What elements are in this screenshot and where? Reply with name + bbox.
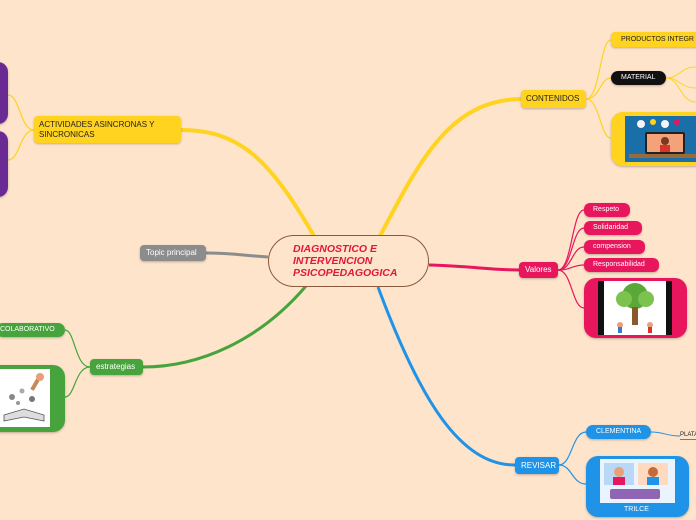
- node-actividades[interactable]: ACTIVIDADES ASINCRONAS Y SINCRONICAS: [34, 116, 181, 143]
- link-estrategias: [143, 286, 306, 367]
- online-teacher-icon: [625, 116, 696, 162]
- node-estrategias[interactable]: estrategias: [90, 359, 143, 375]
- node-valores-label: Valores: [525, 265, 552, 275]
- central-topic[interactable]: DIAGNOSTICO E INTERVENCION PSICOPEDAGOGI…: [268, 235, 429, 287]
- node-plata-label: PLATA: [680, 430, 696, 440]
- link-topic: [206, 253, 268, 257]
- node-plata[interactable]: PLATA: [680, 430, 696, 440]
- node-clementina[interactable]: CLEMENTINA: [586, 425, 651, 439]
- actividades-child-1[interactable]: [0, 62, 8, 124]
- node-colaborativo-label: COLABORATIVO: [0, 325, 55, 335]
- node-clementina-label: CLEMENTINA: [596, 427, 641, 437]
- node-actividades-label: ACTIVIDADES ASINCRONAS Y SINCRONICAS: [39, 120, 176, 140]
- trilce-caption: TRILCE: [624, 506, 649, 513]
- node-respeto-label: Respeto: [593, 205, 619, 215]
- node-revisar[interactable]: REVISAR: [515, 457, 559, 474]
- collaboration-illustration: [0, 369, 50, 427]
- tree-icon: [598, 281, 672, 335]
- estrategias-image-card[interactable]: [0, 365, 65, 432]
- node-topic-principal-label: Topic principal: [146, 248, 197, 258]
- node-contenidos[interactable]: CONTENIDOS: [521, 90, 586, 108]
- node-responsabilidad-label: Responsabilidad: [593, 260, 645, 270]
- link-contenidos: [380, 99, 521, 236]
- contenidos-image-card[interactable]: [611, 112, 696, 166]
- central-topic-label: DIAGNOSTICO E INTERVENCION PSICOPEDAGOGI…: [293, 243, 411, 279]
- link-revisar: [378, 287, 515, 465]
- actividades-child-2[interactable]: [0, 131, 8, 197]
- values-tree-illustration: [598, 281, 672, 335]
- node-responsabilidad[interactable]: Responsabilidad: [584, 258, 659, 272]
- link-actividades: [181, 130, 314, 236]
- link-valores: [429, 265, 519, 270]
- node-estrategias-label: estrategias: [96, 362, 135, 372]
- node-topic-principal[interactable]: Topic principal: [140, 245, 206, 261]
- node-material-label: MATERIAL: [621, 73, 656, 83]
- node-material[interactable]: MATERIAL: [611, 71, 666, 85]
- node-colaborativo[interactable]: COLABORATIVO: [0, 323, 65, 337]
- node-solidaridad[interactable]: Solidaridad: [584, 221, 642, 235]
- book-ideas-icon: [0, 369, 50, 427]
- video-call-illustration: [600, 459, 675, 503]
- node-revisar-label: REVISAR: [521, 461, 556, 471]
- node-valores[interactable]: Valores: [519, 262, 558, 278]
- node-solidaridad-label: Solidaridad: [593, 223, 628, 233]
- teacher-illustration: [625, 116, 696, 162]
- node-contenidos-label: CONTENIDOS: [526, 94, 579, 104]
- node-respeto[interactable]: Respeto: [584, 203, 630, 217]
- node-productos-integr-label: PRODUCTOS INTEGR: [621, 35, 694, 45]
- node-compension-label: compension: [593, 242, 631, 252]
- node-productos-integr[interactable]: PRODUCTOS INTEGR: [611, 32, 696, 47]
- video-call-icon: [600, 459, 675, 503]
- revisar-image-card[interactable]: TRILCE: [586, 456, 689, 517]
- valores-image-card[interactable]: [584, 278, 687, 338]
- node-compension[interactable]: compension: [584, 240, 645, 254]
